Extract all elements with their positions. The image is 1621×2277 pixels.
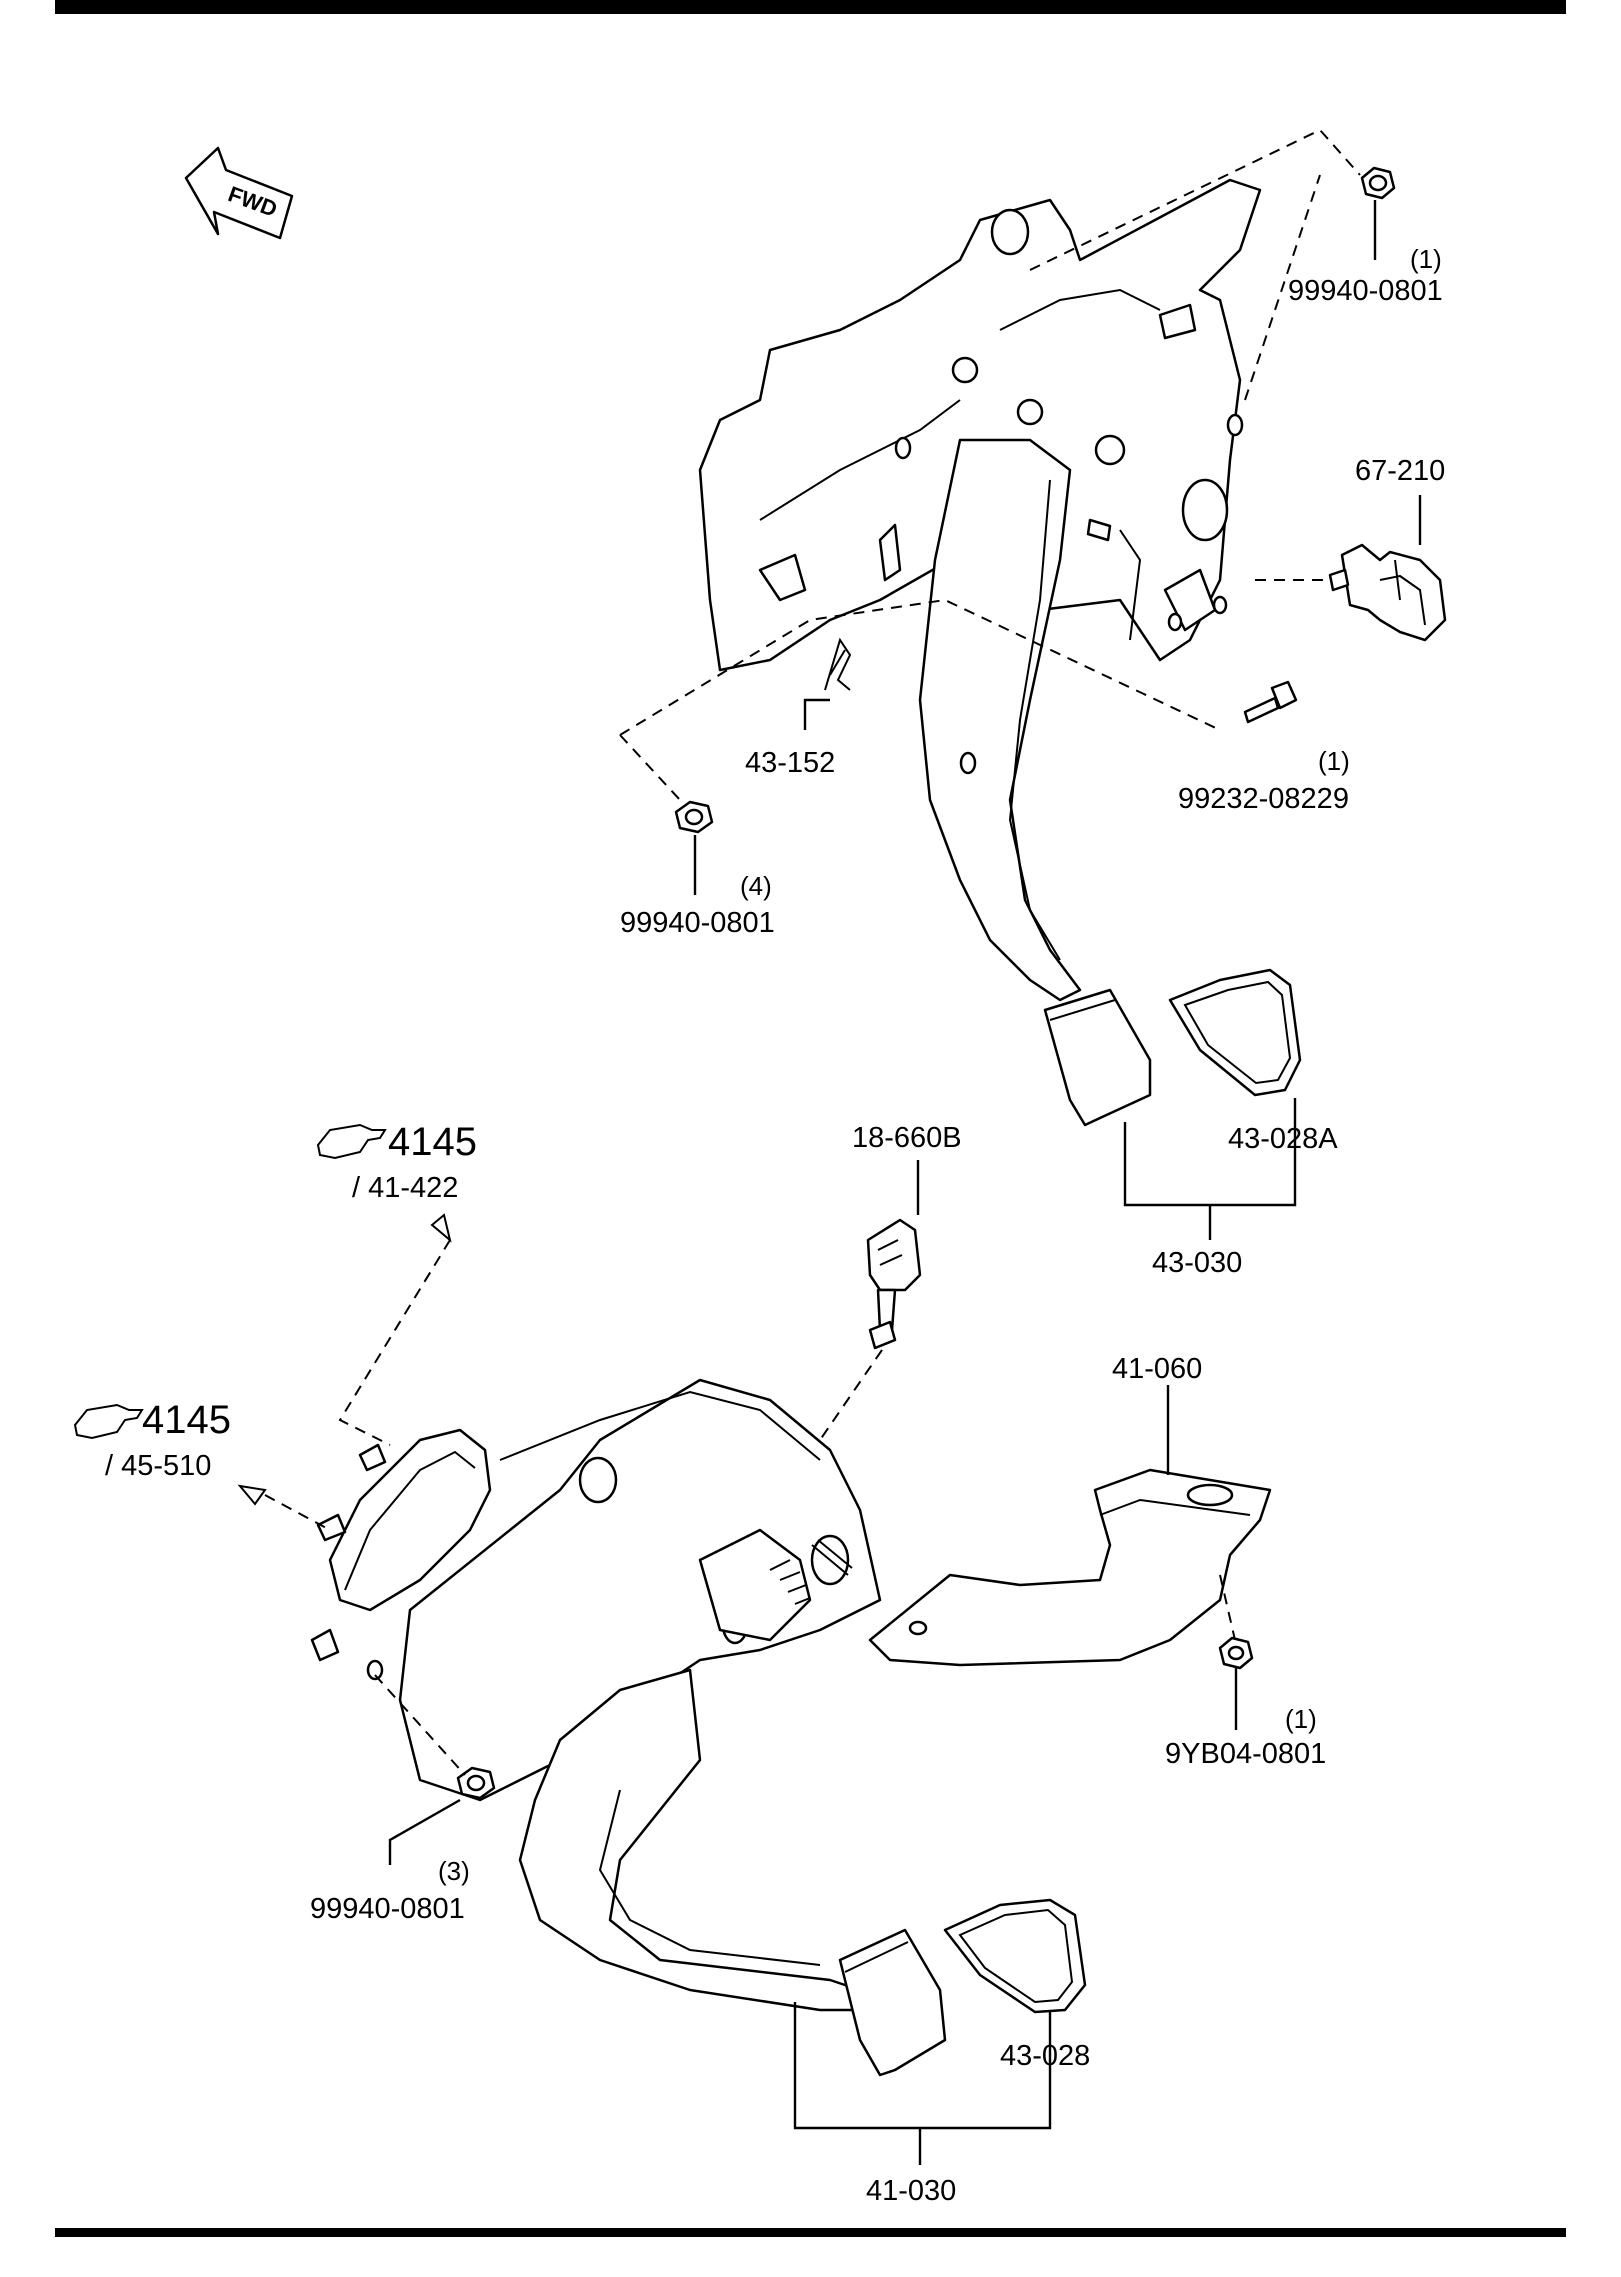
spring-clip-part-number: 43-152 (745, 747, 835, 779)
ref-top-sub[interactable]: / 41-422 (352, 1172, 458, 1204)
brake-pedal-bracket (698, 178, 1262, 672)
switch-67-210 (1328, 543, 1447, 642)
fwd-arrow-icon: FWD (184, 146, 294, 240)
spring-clip-43-152 (824, 637, 852, 691)
lower-nut-part-number: 99940-0801 (310, 1893, 465, 1925)
pad-43-028A-part-number: 43-028A (1228, 1123, 1338, 1155)
upper-nut-99940-0801 (1360, 166, 1396, 200)
left-nut-99940-0801 (674, 800, 714, 834)
pad-43-028-part-number: 43-028 (1000, 2040, 1090, 2072)
upper-nut-part-number: 99940-0801 (1288, 275, 1443, 307)
switch-67-210-part-number: 67-210 (1355, 455, 1445, 487)
clutch-spring-assembly (698, 1528, 853, 1642)
bracket-nut-9YB04-0801 (1218, 1636, 1254, 1670)
clutch-pedal-pad-41-030 (838, 1928, 947, 2077)
brake-pedal-arm (918, 438, 1112, 1002)
top-rule (55, 0, 1566, 14)
reference-hand-icon-left (73, 1403, 144, 1440)
stop-switch-part-number: 18-660B (852, 1122, 962, 1154)
pedal-pad-43-028A (1168, 968, 1302, 1097)
upper-bolt-part-number: 99232-08229 (1178, 783, 1349, 815)
brake-pedal-pad-43-030 (1043, 988, 1152, 1127)
ref-top-number[interactable]: 4145 (388, 1120, 477, 1164)
bracket-nut-qty: (1) (1285, 1704, 1317, 1734)
left-nut-qty: (4) (740, 871, 772, 901)
lower-nut-qty: (3) (438, 1856, 470, 1886)
pedal-assy-upper-part-number: 43-030 (1152, 1247, 1242, 1279)
upper-bolt-qty: (1) (1318, 746, 1350, 776)
ref-left-number[interactable]: 4145 (142, 1398, 231, 1442)
bracket-nut-part-number: 9YB04-0801 (1165, 1738, 1326, 1770)
reference-hand-icon-top (316, 1123, 387, 1160)
bracket-41-060 (868, 1468, 1272, 1667)
upper-bolt-99232-08229 (1243, 680, 1298, 724)
pedal-pad-43-028 (943, 1898, 1087, 2014)
ref-left-sub[interactable]: / 45-510 (105, 1450, 211, 1482)
left-nut-part-number: 99940-0801 (620, 907, 775, 939)
clutch-master-cylinder-flange (310, 1428, 492, 1662)
bracket-41-060-part-number: 41-060 (1112, 1353, 1202, 1385)
upper-nut-qty: (1) (1410, 244, 1442, 274)
stop-switch-18-660B (866, 1218, 922, 1350)
pedal-assy-lower-part-number: 41-030 (866, 2175, 956, 2207)
bottom-rule (55, 2228, 1566, 2237)
lower-nut-99940-0801 (456, 1766, 496, 1800)
